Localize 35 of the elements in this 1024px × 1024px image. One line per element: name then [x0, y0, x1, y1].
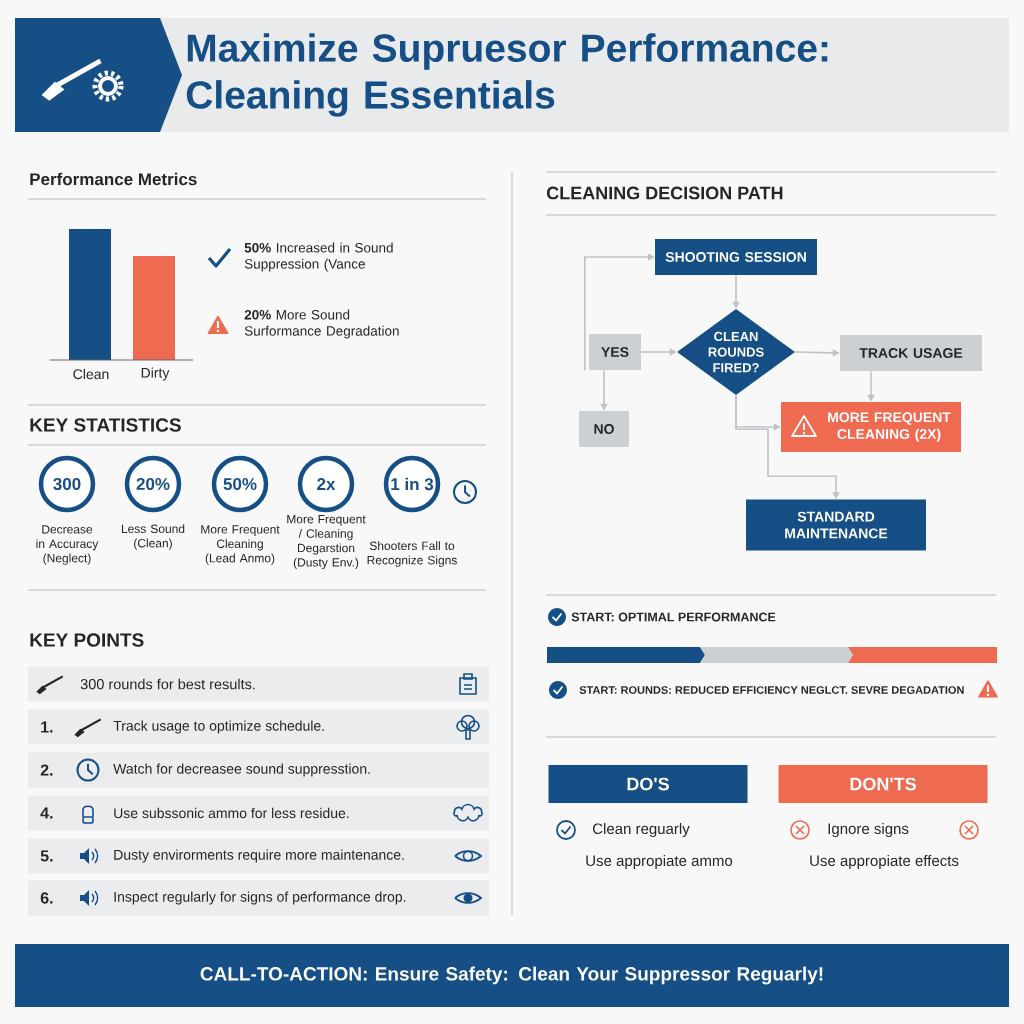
stat-caption: Decrease in Accuracy (Neglect): [36, 525, 99, 565]
status-text: START: OPTIMAL PERFORMANCE: [571, 612, 776, 622]
section-heading: KEY STATISTICS: [30, 418, 181, 432]
process-box: STANDARD MAINTENANCE: [746, 499, 926, 551]
list-item-text: Use appropiate ammo: [586, 855, 733, 869]
column-header: DON'TS: [778, 765, 988, 803]
call-to-action-banner: CALL-TO-ACTION: Ensure Safety: Clean Your Suppressor Reguarly!: [15, 944, 1009, 1007]
stat-caption: Less Sound (Clean): [121, 524, 185, 550]
list-item-text: Ignore signs: [828, 823, 909, 837]
metric-text: 50% Increased in Sound Suppression (Vance: [244, 242, 393, 272]
list-item-text: Use appropiate effects: [810, 855, 959, 869]
title: Maximize Supruesor Performance: Cleaning Essentials: [186, 33, 828, 117]
metric-text: 20% More Sound Surformance Degradation: [244, 309, 399, 339]
stat-caption: More Frequent / Cleaning Degarstion (Dusty Env.): [287, 515, 366, 569]
section-heading: CLEANING DECISION PATH: [546, 186, 783, 200]
list-row: 1. Track usage to optimize schedule.: [28, 709, 490, 745]
list-row: 5. Dusty envirorments require more maintenance.: [28, 838, 490, 874]
process-box: TRACK USAGE: [840, 335, 982, 371]
section-heading: Performance Metrics: [30, 172, 197, 186]
column-header: DO'S: [548, 765, 748, 803]
list-row: 4. Use subssonic ammo for less residue.: [28, 795, 490, 831]
stat-caption: Shooters Fall to Recognize Signs: [367, 541, 457, 567]
process-box: SHOOTING SESSION: [655, 239, 817, 275]
answer-box: YES: [589, 334, 641, 370]
list-row: 6. Inspect regularly for signs of performance drop.: [28, 880, 490, 916]
axis-label: Dirty: [141, 367, 170, 381]
axis-label: Clean: [73, 368, 109, 380]
section-heading: KEY POINTS: [30, 633, 144, 647]
stat-caption: More Frequent Cleaning (Lead Anmo): [201, 525, 280, 565]
status-text: START: ROUNDS: REDUCED EFFICIENCY NEGLCT. SEVRE DEGADATION: [579, 686, 964, 694]
list-row: 2. Watch for decreasee sound suppresstion.: [28, 752, 490, 788]
list-row: 300 rounds for best results.: [28, 666, 490, 702]
list-item-text: Clean reguarly: [593, 823, 690, 837]
answer-box: NO: [579, 411, 629, 447]
alert-box: MORE FREQUENT CLEANING (2X): [781, 402, 961, 452]
